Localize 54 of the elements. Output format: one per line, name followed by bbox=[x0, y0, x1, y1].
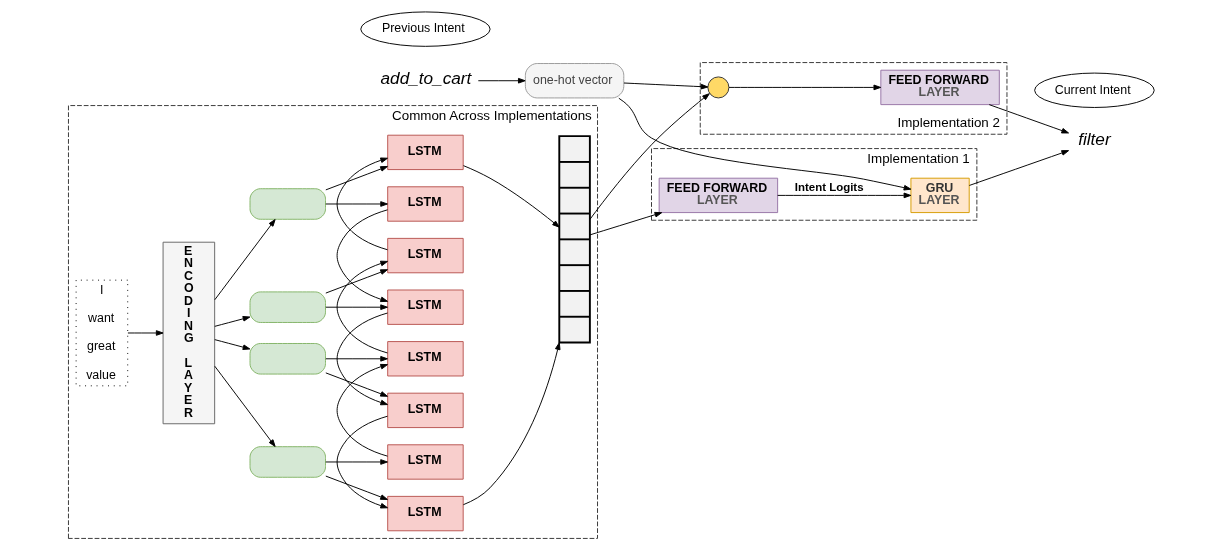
node-text: add_to_cart bbox=[380, 67, 471, 88]
node-box: FEED FORWARD LAYER bbox=[658, 177, 778, 214]
node-box: one-hot vector bbox=[524, 63, 624, 99]
arrow bbox=[477, 77, 526, 84]
arrow bbox=[336, 363, 388, 457]
arrow bbox=[213, 339, 250, 350]
arrow bbox=[324, 355, 388, 362]
arrow bbox=[462, 342, 560, 506]
node-box bbox=[249, 291, 326, 323]
arrow bbox=[988, 104, 1069, 134]
node-circle bbox=[706, 76, 729, 99]
arrow bbox=[324, 166, 388, 191]
arrow bbox=[213, 365, 276, 447]
arrow bbox=[324, 459, 388, 465]
arrow bbox=[623, 82, 708, 90]
arrow bbox=[336, 157, 388, 251]
node-box: LSTM bbox=[386, 289, 464, 325]
node-box: ENCODING LAYER bbox=[162, 241, 215, 425]
node-box: LSTM bbox=[386, 495, 464, 532]
node-box bbox=[249, 446, 326, 478]
node-box: GRU LAYER bbox=[909, 177, 970, 214]
node-ellipse: Previous Intent bbox=[359, 11, 491, 47]
arrow bbox=[617, 97, 911, 191]
arrow bbox=[324, 475, 388, 500]
node-box: LSTM bbox=[386, 444, 464, 480]
arrow bbox=[213, 316, 250, 327]
arrow bbox=[126, 330, 163, 336]
arrow bbox=[324, 372, 388, 397]
edge-label: Intent Logits bbox=[794, 181, 864, 194]
arrow bbox=[728, 84, 881, 91]
arrow bbox=[588, 211, 662, 236]
arrow bbox=[336, 415, 388, 509]
arrow bbox=[324, 304, 388, 310]
arrow bbox=[324, 201, 388, 207]
arrow bbox=[336, 312, 388, 406]
arrow bbox=[336, 260, 388, 354]
node-box: LSTM bbox=[386, 186, 464, 222]
node-box: LSTM bbox=[386, 134, 464, 171]
node-box: I want great value bbox=[75, 279, 128, 387]
node-box: LSTM bbox=[386, 341, 464, 377]
arrow bbox=[462, 165, 560, 228]
node-box bbox=[249, 343, 326, 375]
node-box: FEED FORWARD LAYER bbox=[879, 69, 1000, 106]
arrow bbox=[968, 150, 1069, 186]
arrow bbox=[776, 192, 911, 199]
arrow bbox=[324, 269, 388, 294]
node-box: LSTM bbox=[386, 237, 464, 274]
node-text: filter bbox=[1077, 129, 1111, 150]
arrow bbox=[589, 93, 710, 220]
node-box: LSTM bbox=[386, 392, 464, 429]
node-ellipse: Current Intent bbox=[1033, 72, 1155, 108]
arrow bbox=[213, 219, 276, 301]
node-box bbox=[249, 188, 326, 220]
arrow bbox=[336, 209, 388, 303]
